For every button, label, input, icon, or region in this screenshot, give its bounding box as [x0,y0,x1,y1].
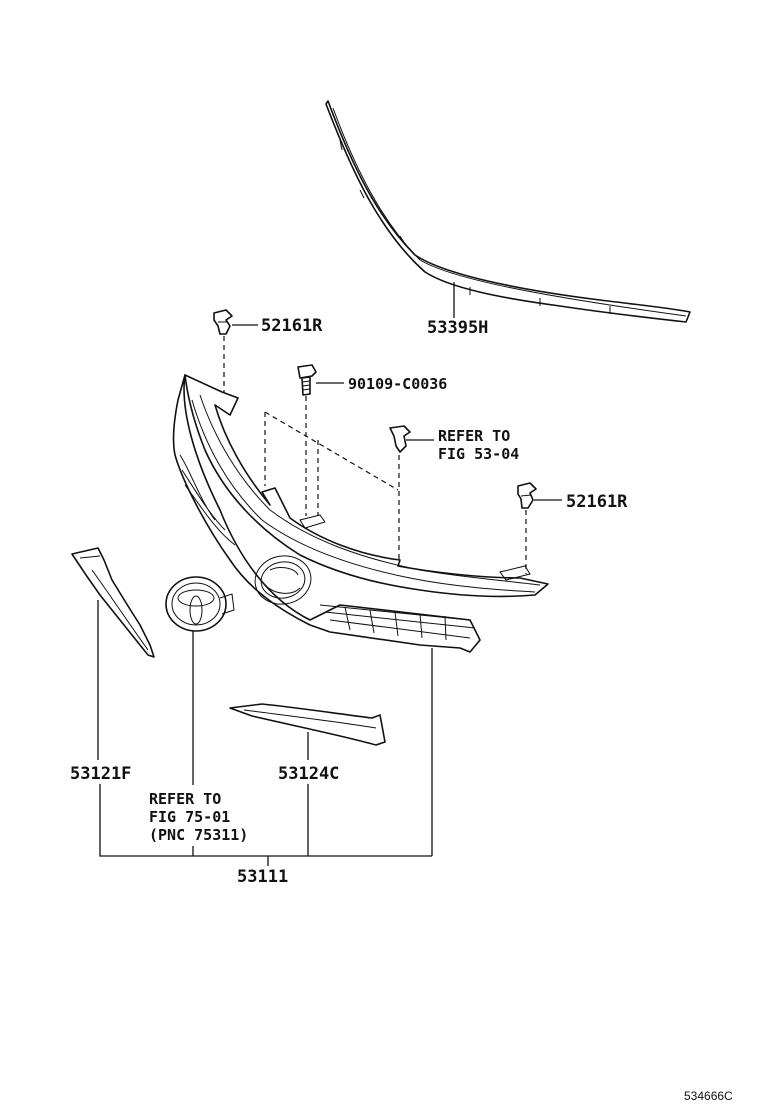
label-left-molding: 53121F [70,764,131,784]
upper-molding-part [325,100,691,323]
leader-lines [97,282,562,866]
label-upper-molding: 53395H [427,318,488,338]
assembly-dashed-lines [223,336,527,574]
label-lower-molding: 53124C [278,764,339,784]
grille-assembly-part [172,374,549,653]
clip-top-part [213,309,233,335]
clip-center-part [389,425,411,453]
left-molding-part [71,547,155,658]
emblem-part [165,576,235,632]
label-grille-assembly: 53111 [237,867,288,887]
label-clip-center-ref-2: FIG 53-04 [438,445,519,463]
illustration-code: 534666C [684,1089,733,1103]
clip-right-part [517,482,537,509]
label-bolt: 90109-C0036 [348,375,447,393]
label-clip-center-ref-1: REFER TO [438,427,510,445]
label-clip-top: 52161R [261,316,323,336]
label-emblem-ref-3: (PNC 75311) [149,826,248,844]
label-emblem-ref-2: FIG 75-01 [149,808,230,826]
bolt-part [297,364,317,396]
label-emblem-ref-1: REFER TO [149,790,221,808]
lower-molding-part [229,703,386,746]
label-clip-right: 52161R [566,492,628,512]
